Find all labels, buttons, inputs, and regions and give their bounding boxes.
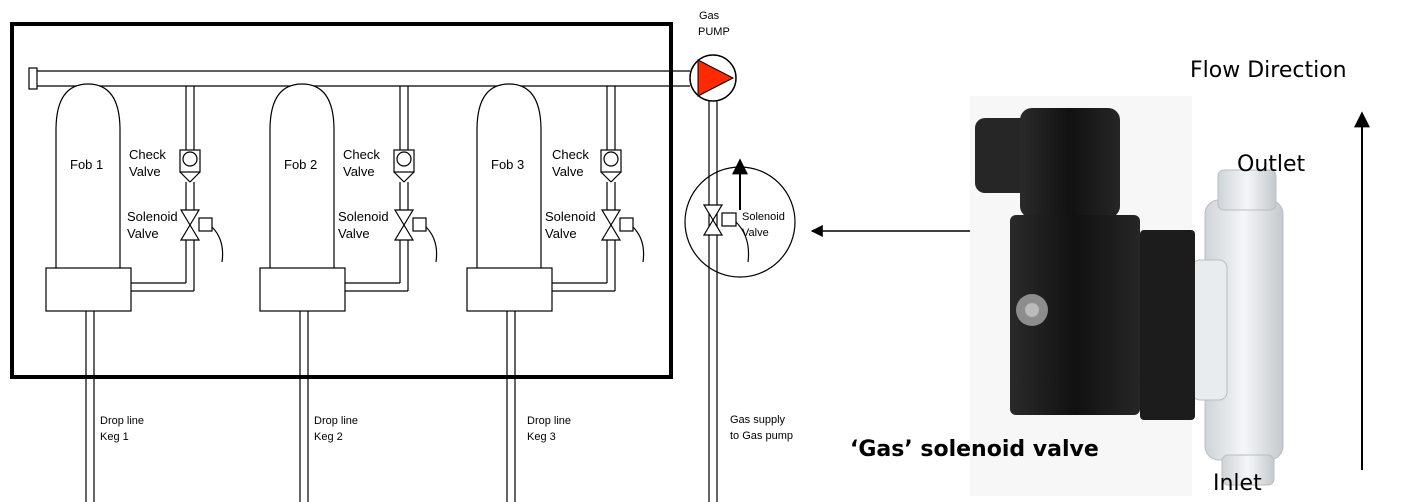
drop-line-label-1: Drop line [527, 415, 571, 427]
gas-pump-label-2: PUMP [698, 26, 730, 38]
fob-enclosure [10, 22, 673, 379]
solenoid-valve-label-2: Valve [338, 226, 370, 241]
outlet-label: Outlet [1237, 152, 1306, 177]
drop-line-label-2: Keg 2 [314, 431, 343, 443]
drop-line-pipe [299, 311, 309, 502]
gas-solenoid-label-1: Solenoid [742, 211, 785, 223]
gas-pump-label-1: Gas [699, 10, 720, 22]
gas-supply-pipe [708, 101, 718, 502]
fob-base [259, 267, 346, 312]
fob-label: Fob 2 [284, 157, 317, 172]
check-valve-branch [552, 86, 645, 292]
inlet-label: Inlet [1213, 471, 1262, 496]
solenoid-valve-label-1: Solenoid [338, 209, 389, 224]
check-valve-label-2: Valve [552, 164, 584, 179]
fob-unit: Fob 3 Check Valve Solenoid Valve Drop li… [466, 83, 645, 502]
fob-unit: Fob 1 Check Valve Solenoid Valve Drop li… [45, 83, 224, 502]
gas-supply-label-1: Gas supply [730, 414, 786, 426]
check-valve-label-2: Valve [343, 164, 375, 179]
gas-supply-label-2: to Gas pump [730, 430, 793, 442]
gas-pump [689, 54, 737, 102]
drop-line-label-2: Keg 1 [100, 431, 129, 443]
check-valve-label-2: Valve [129, 164, 161, 179]
gas-manifold [28, 67, 690, 90]
drop-line-pipe [506, 311, 516, 502]
check-valve-label-1: Check [129, 147, 166, 162]
fob-label: Fob 3 [491, 157, 524, 172]
fob-label: Fob 1 [70, 157, 103, 172]
drop-line-label-2: Keg 3 [527, 431, 556, 443]
fob-vessel [269, 83, 335, 268]
solenoid-valve-photo [970, 96, 1284, 496]
drop-line-pipe [85, 311, 95, 502]
flow-direction-label: Flow Direction [1190, 58, 1347, 83]
solenoid-valve-label-2: Valve [127, 226, 159, 241]
solenoid-valve-label-2: Valve [545, 226, 577, 241]
fob-base [466, 267, 553, 312]
fob-vessel [476, 83, 542, 268]
check-valve-branch [345, 86, 438, 292]
fob-unit: Fob 2 Check Valve Solenoid Valve Drop li… [259, 83, 438, 502]
fob-base [45, 267, 132, 312]
gas-solenoid-label-2: Valve [742, 227, 769, 239]
solenoid-valve-label-1: Solenoid [127, 209, 178, 224]
check-valve-branch [131, 86, 224, 292]
check-valve-label-1: Check [343, 147, 380, 162]
fob-vessel [55, 83, 121, 268]
drop-line-label-1: Drop line [100, 415, 144, 427]
check-valve-label-1: Check [552, 147, 589, 162]
drop-line-label-1: Drop line [314, 415, 358, 427]
solenoid-valve-label-1: Solenoid [545, 209, 596, 224]
gas-solenoid-valve-symbol [702, 204, 750, 263]
photo-caption: ‘Gas’ solenoid valve [850, 437, 1099, 462]
